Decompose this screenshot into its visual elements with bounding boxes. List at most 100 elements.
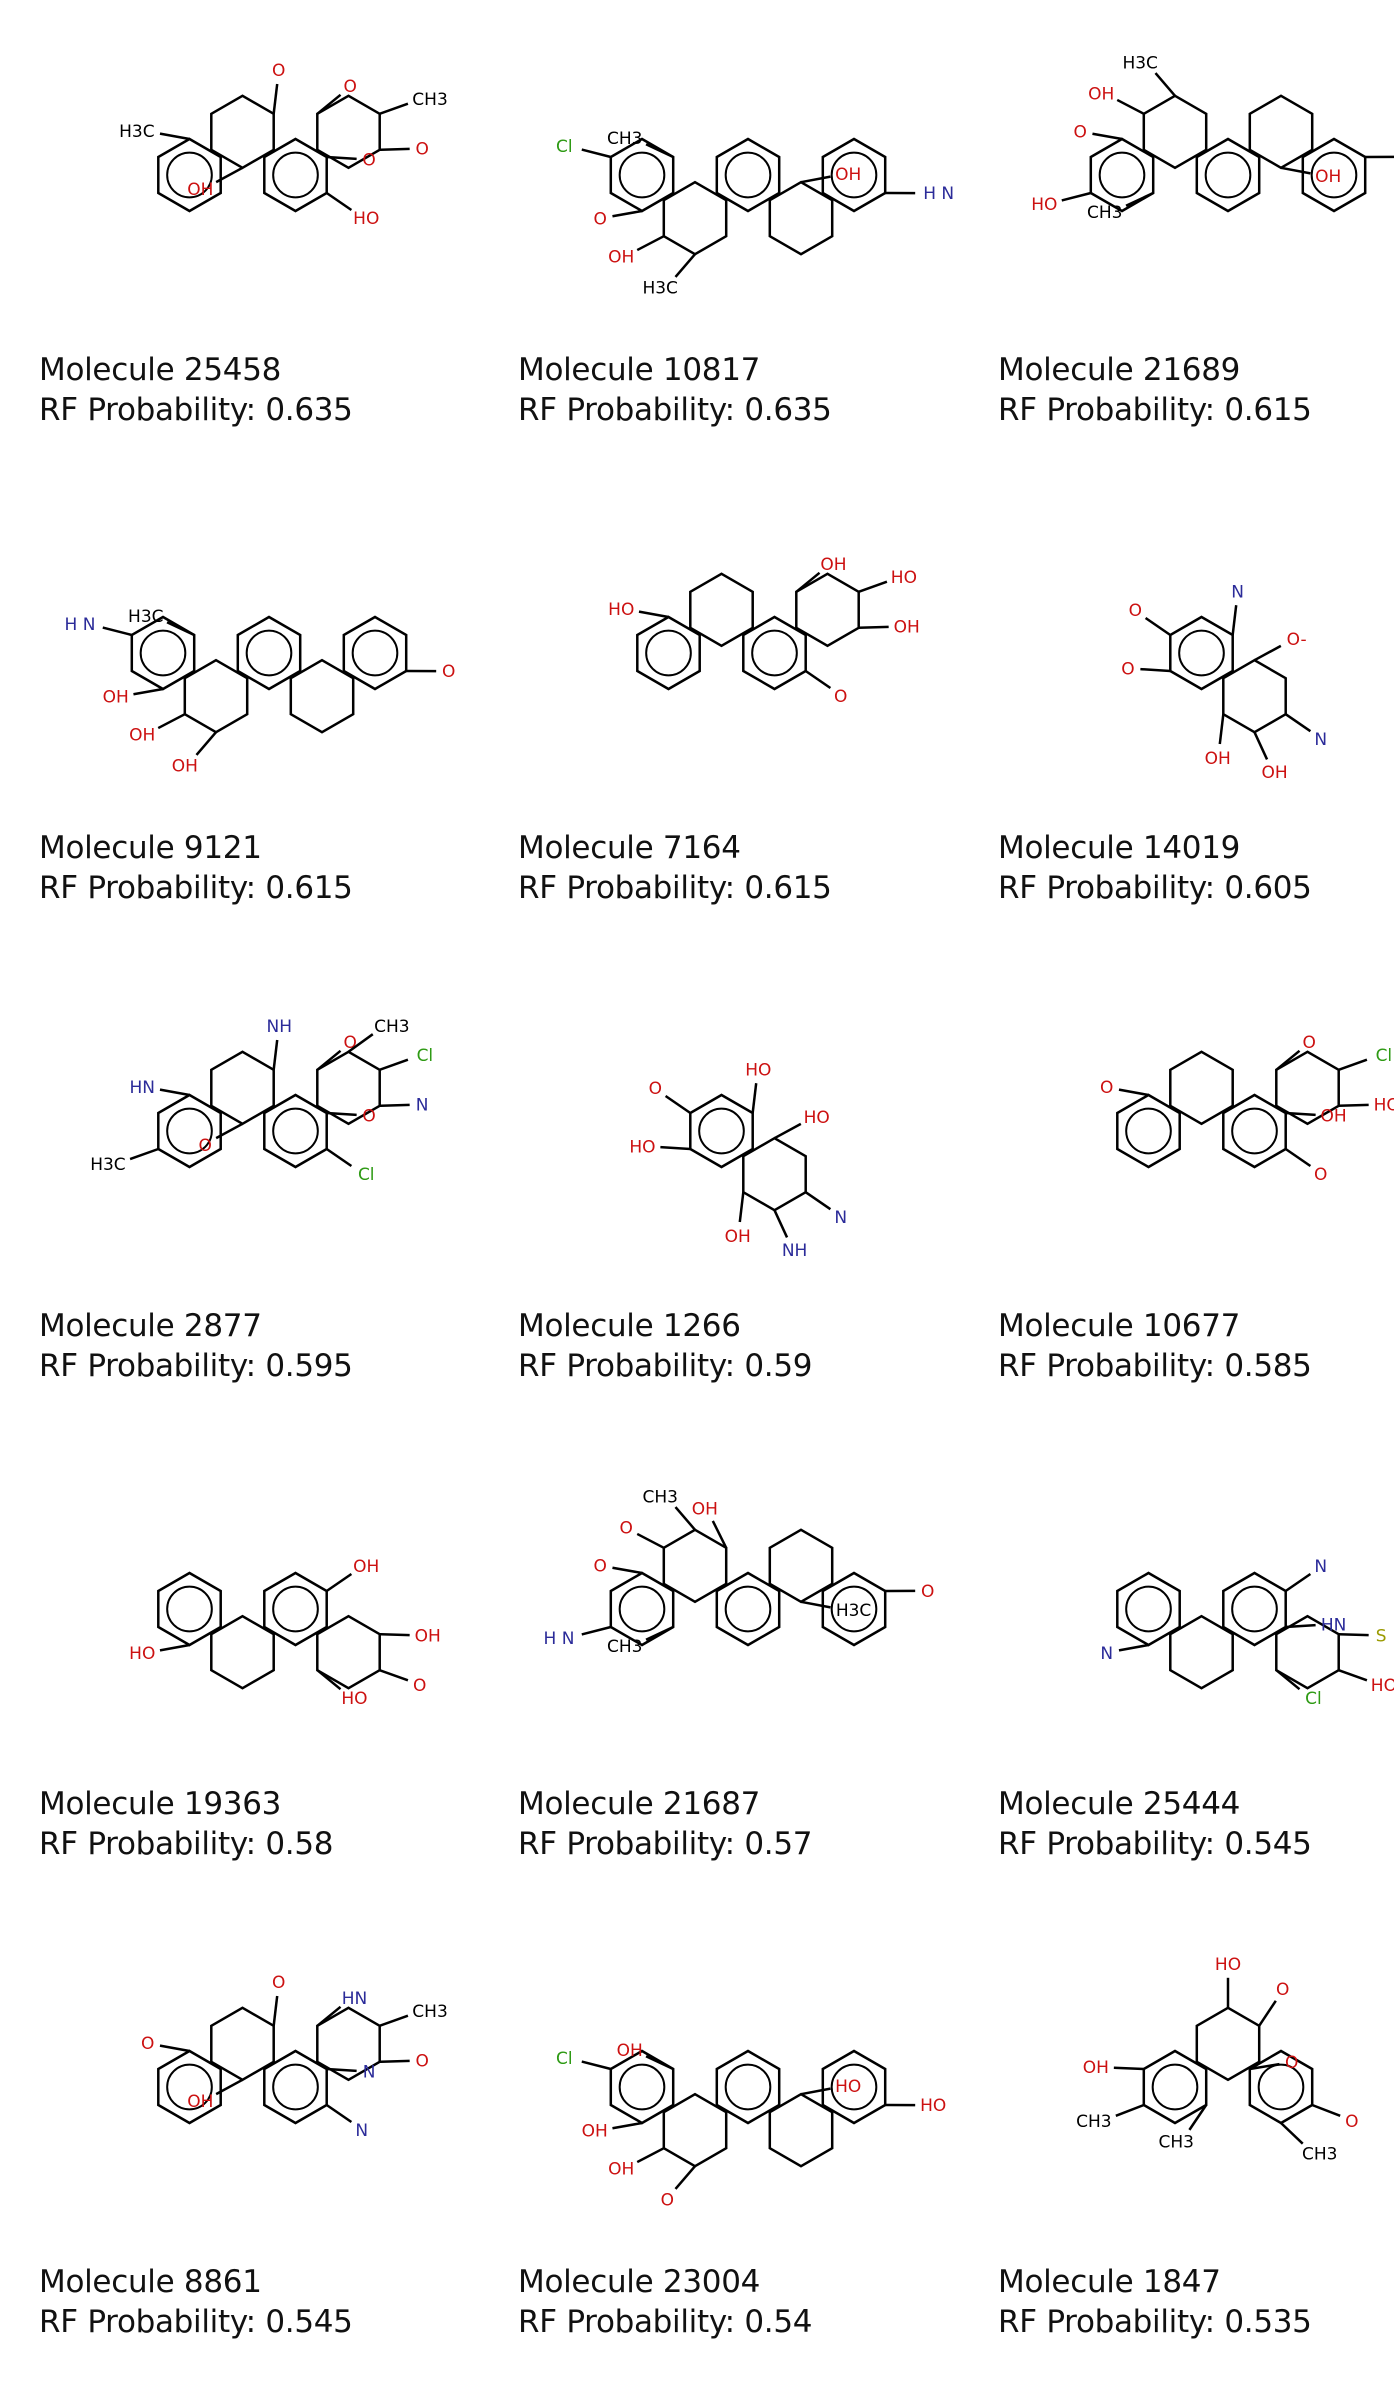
rf-probability: RF Probability: 0.615	[518, 870, 832, 906]
substituent-bond	[806, 671, 831, 688]
atom-label: CH3	[412, 90, 447, 110]
rf-probability: RF Probability: 0.605	[998, 870, 1312, 906]
probability-label: RF Probability:	[998, 392, 1224, 428]
atom-label: OH	[725, 1227, 751, 1247]
atom-label: CH3	[642, 1487, 677, 1507]
atom-label: O	[362, 1107, 375, 1127]
aromatic-ring	[273, 2065, 318, 2110]
substituent-bond	[274, 84, 278, 114]
substituent-bond	[380, 1060, 408, 1070]
probability-label: RF Probability:	[39, 870, 265, 906]
substituent-bond	[317, 2007, 340, 2026]
substituent-bond	[160, 134, 190, 139]
aromatic-ring	[726, 1587, 771, 1632]
atom-label: H N	[923, 184, 954, 204]
substituent-bond	[327, 2105, 352, 2122]
atom-label: N	[416, 1095, 429, 1115]
atom-label: OH	[353, 1557, 379, 1577]
atom-label: H3C	[90, 1155, 125, 1175]
substituent-bond	[1116, 2105, 1144, 2116]
substituent-bond	[160, 1645, 190, 1650]
atom-label: H3C	[642, 279, 677, 299]
atom-label: NH	[267, 1017, 293, 1037]
atom-label: CH3	[1076, 2112, 1111, 2132]
atom-label: HO	[804, 1108, 830, 1128]
atom-label: O	[921, 1582, 934, 1602]
aromatic-ring	[752, 631, 797, 676]
substituent-bond	[675, 2166, 695, 2189]
atom-label: HO	[891, 568, 917, 588]
aromatic-ring	[167, 1587, 212, 1632]
molecule-name: Molecule 23004	[518, 2264, 760, 2300]
rf-probability: RF Probability: 0.635	[518, 392, 832, 428]
aromatic-ring	[1126, 1587, 1171, 1632]
probability-value: 0.58	[265, 1826, 333, 1862]
molecule-name: Molecule 7164	[518, 830, 741, 866]
molecule-name: Molecule 14019	[998, 830, 1240, 866]
probability-value: 0.595	[265, 1348, 352, 1384]
substituent-bond	[612, 211, 642, 216]
atom-label: O	[661, 2191, 674, 2211]
atom-label: Cl	[1376, 1046, 1393, 1066]
substituent-bond	[1092, 134, 1122, 139]
atom-label: OH	[1088, 84, 1114, 104]
substituent-bond	[380, 1670, 408, 1680]
atom-label: OH	[894, 617, 920, 637]
atom-label: O	[141, 2034, 154, 2054]
molecule-name: Molecule 2877	[39, 1308, 262, 1344]
substituent-bond	[380, 149, 410, 150]
atom-label: O	[1285, 2053, 1298, 2073]
substituent-bond	[806, 1192, 831, 1209]
rf-probability: RF Probability: 0.54	[518, 2304, 812, 2340]
probability-value: 0.585	[1224, 1348, 1311, 1384]
substituent-bond	[612, 1568, 642, 1573]
atom-label: N	[355, 2121, 368, 2141]
aromatic-ring	[273, 1587, 318, 1632]
atom-label: O	[1100, 1078, 1113, 1098]
substituent-bond	[380, 2061, 410, 2062]
substituent-bond	[666, 1096, 691, 1113]
aromatic-ring	[726, 2065, 771, 2110]
substituent-bond	[1117, 100, 1144, 114]
substituent-bond	[612, 2123, 642, 2128]
substituent-bond	[1146, 618, 1171, 635]
substituent-bond	[637, 2148, 664, 2162]
substituent-bond	[380, 104, 408, 114]
substituent-bond	[1276, 1670, 1299, 1689]
atom-label: N	[363, 2063, 376, 2083]
substituent-bond	[317, 1670, 340, 1689]
substituent-bond	[1339, 1105, 1369, 1106]
substituent-bond	[1062, 193, 1091, 200]
substituent-bond	[327, 193, 352, 210]
rf-probability: RF Probability: 0.585	[998, 1348, 1312, 1384]
substituent-bond	[859, 582, 887, 592]
substituent-bond	[1119, 1645, 1149, 1650]
atom-label: OH	[835, 165, 861, 185]
probability-label: RF Probability:	[518, 1826, 744, 1862]
atom-label: Cl	[417, 1046, 434, 1066]
molecule-name: Molecule 25458	[39, 352, 281, 388]
substituent-bond	[1155, 73, 1175, 96]
substituent-bond	[196, 732, 216, 755]
aromatic-ring	[620, 1587, 665, 1632]
atom-label: O	[442, 662, 455, 682]
atom-label: HO	[341, 1689, 367, 1709]
molecule-name: Molecule 21687	[518, 1786, 760, 1822]
substituent-bond	[1114, 2068, 1144, 2069]
probability-value: 0.615	[265, 870, 352, 906]
atom-label: O	[415, 139, 428, 159]
aromatic-ring	[1126, 1109, 1171, 1154]
atom-label: OH	[692, 1499, 718, 1519]
substituent-bond	[775, 1210, 788, 1237]
